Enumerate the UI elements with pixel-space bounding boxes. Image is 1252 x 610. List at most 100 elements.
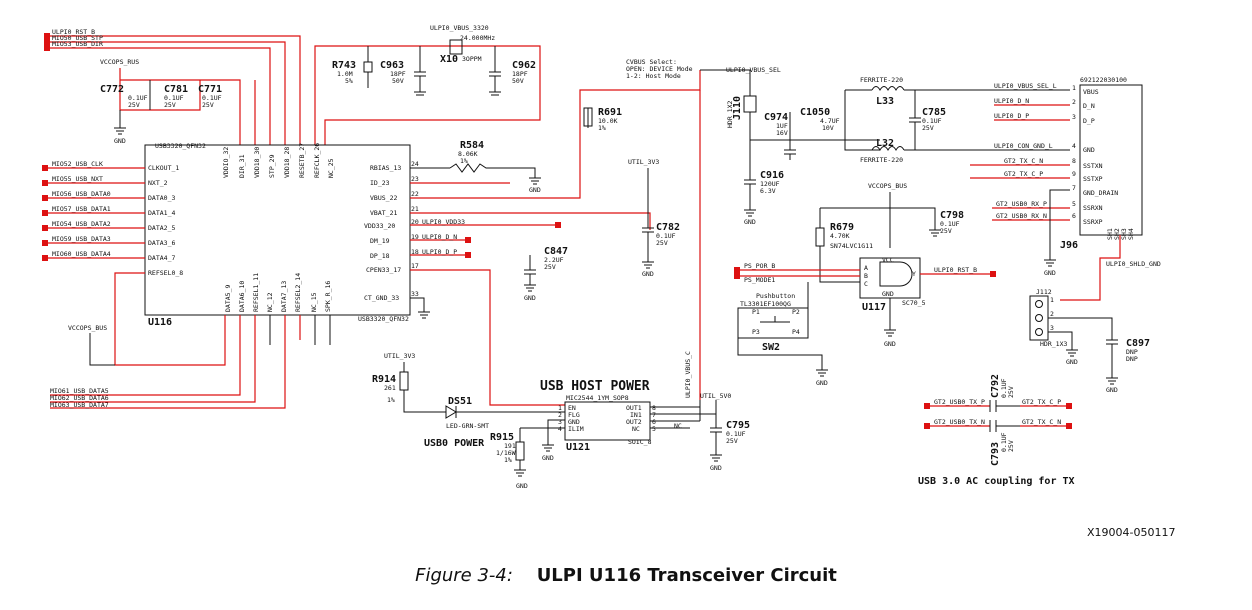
net-mio60: MIO60_USB_DATA4 bbox=[52, 250, 111, 258]
net-j96-dp: ULPI0_D_P bbox=[994, 112, 1029, 120]
r679-ref: R679 bbox=[830, 222, 854, 233]
r915-value: 191 bbox=[504, 442, 516, 450]
u116-pin-data4: DATA4_7 bbox=[148, 254, 175, 262]
u116-pin-refclk: REFCLK_26 bbox=[313, 143, 321, 178]
net-mio63: MIO63_USB_DATA7 bbox=[50, 401, 109, 409]
net-ps-por: PS_POR_B bbox=[744, 262, 775, 270]
u121-num-4: 4 bbox=[558, 425, 562, 433]
net-gt2-tx-p: GT2_TX_C_P bbox=[1004, 170, 1043, 178]
c781-ref: C781 bbox=[164, 84, 188, 95]
x10-value: 24.000MHz bbox=[460, 34, 495, 42]
ferrite-group: FERRITE-220 L33 L32 FERRITE-220 C785 0.1… bbox=[845, 76, 1070, 277]
sw2-p1: P1 bbox=[752, 308, 760, 316]
j112-num-3: 3 bbox=[1050, 324, 1054, 332]
u121-ref: U121 bbox=[566, 442, 590, 453]
c897-volt: DNP bbox=[1126, 355, 1138, 363]
net-mio57: MIO57_USB_DATA1 bbox=[52, 205, 111, 213]
u116-pin-ctgnd: CT_GND_33 bbox=[364, 294, 399, 302]
u116-num-ctgnd: 33 bbox=[411, 290, 419, 298]
j96-num-4: 4 bbox=[1072, 142, 1076, 150]
sw2-ref: SW2 bbox=[762, 342, 780, 353]
c772-volt: 25V bbox=[128, 101, 140, 109]
decoupling-caps-group: VCCOPS_RUS GND C772 0.1UF 25V C781 0.1UF… bbox=[100, 58, 256, 145]
u116-ref: U116 bbox=[148, 317, 172, 328]
r914-tol: 1% bbox=[387, 396, 395, 404]
u116-pin-data3: DATA3_6 bbox=[148, 239, 175, 247]
c785-volt: 25V bbox=[922, 124, 934, 132]
top-left-nets: ULPI0_RST_B MIO50_USB_STP MIO53_USB_DIR bbox=[44, 28, 301, 145]
c847-value: 2.2UF bbox=[544, 256, 564, 264]
u116-pin-rbias: RBIAS_13 bbox=[370, 164, 401, 172]
l32-value: FERRITE-220 bbox=[860, 156, 903, 164]
c847-ref: C847 bbox=[544, 246, 568, 257]
sw2-p3: P3 bbox=[752, 328, 760, 336]
net-vccops-bus2: VCCOPS_BUS bbox=[868, 182, 907, 190]
figure-number: Figure 3-4: bbox=[415, 565, 513, 586]
c771-value: 0.1UF bbox=[202, 94, 222, 102]
j96-num-2: 2 bbox=[1072, 98, 1076, 106]
figure-title: ULPI U116 Transceiver Circuit bbox=[536, 565, 837, 586]
c963-volt: 50V bbox=[392, 77, 404, 85]
u121-pkg: SOIC_8 bbox=[628, 438, 652, 446]
c772-ref: C772 bbox=[100, 84, 124, 95]
u117-part-top: SN74LVC1G11 bbox=[830, 242, 873, 250]
gnd-label-sw2: GND bbox=[816, 379, 828, 387]
net-nc: NC bbox=[674, 422, 682, 430]
u116-pin-data5: DATA5_9 bbox=[224, 285, 232, 312]
u116-pin-vdd18a: VDD18_30 bbox=[253, 147, 261, 178]
l33-value: FERRITE-220 bbox=[860, 76, 903, 84]
u116-pin-vbat: VBAT_21 bbox=[370, 209, 397, 217]
u121-pin-in1: IN1 bbox=[630, 411, 642, 419]
r915-pwr: 1/16W bbox=[496, 449, 516, 457]
net-util5v0: UTIL_5V0 bbox=[700, 392, 731, 400]
net-ps-mode: PS_MODE1 bbox=[744, 276, 775, 284]
u116-pin-vbus: VBUS_22 bbox=[370, 194, 397, 202]
j96-num-9: 9 bbox=[1072, 170, 1076, 178]
u116-pin-clkout: CLKOUT_1 bbox=[148, 164, 179, 172]
net-ulpi-vbus: ULPI0_VBUS_C bbox=[684, 351, 692, 398]
c897-ref: C897 bbox=[1126, 338, 1150, 349]
u116-pin-dp: DP_18 bbox=[370, 252, 390, 260]
u117-ref: U117 bbox=[862, 302, 886, 313]
net-usb-stp: MIO50_USB_STP bbox=[52, 34, 103, 42]
l32-ref: L32 bbox=[876, 138, 894, 149]
sw2-desc: Pushbutton bbox=[756, 292, 795, 300]
net-util3v3-a: UTIL_3V3 bbox=[628, 158, 659, 166]
r691-tol: 1% bbox=[598, 124, 606, 132]
j112-num-1: 1 bbox=[1050, 296, 1054, 304]
schematic-drawing: ULPI0_RST_B MIO50_USB_STP MIO53_USB_DIR … bbox=[42, 24, 1161, 490]
j96-num-1: 1 bbox=[1072, 84, 1076, 92]
c772-value: 0.1UF bbox=[128, 94, 148, 102]
c798-ref: C798 bbox=[940, 210, 964, 221]
gnd-label-r915: GND bbox=[516, 482, 528, 490]
c974-volt: 16V bbox=[776, 129, 788, 137]
j112-group: J112 HDR_1X3 1 2 3 GND GND C897 DNP DNP bbox=[1029, 288, 1150, 394]
figure-caption: Figure 3-4: ULPI U116 Transceiver Circui… bbox=[0, 565, 1252, 586]
net-mio55: MIO55_USB_NXT bbox=[52, 175, 103, 183]
ds51-value: LED-GRN-SMT bbox=[446, 422, 489, 430]
r691-value: 10.0K bbox=[598, 117, 618, 125]
j96-num-3: 3 bbox=[1072, 113, 1076, 121]
u116-pin-vdd18b: VDD18_28 bbox=[283, 147, 291, 178]
u116-pin-nxt: NXT_2 bbox=[148, 179, 168, 187]
gnd-label-c795: GND bbox=[710, 464, 722, 472]
u116-pin-stp: STP_29 bbox=[268, 154, 276, 178]
net-dp: ULPI0_D_P bbox=[422, 248, 457, 256]
u116-pin-refsel1: REFSEL1_11 bbox=[252, 273, 260, 312]
c782-volt: 25V bbox=[656, 239, 668, 247]
u116-pin-data2: DATA2_5 bbox=[148, 224, 175, 232]
net-gt2-tx-c-p: GT2_TX_C_P bbox=[1022, 398, 1061, 406]
c974-value: 1UF bbox=[776, 122, 788, 130]
c793-volt: 25V bbox=[1007, 440, 1015, 452]
j96-pin-sstxn: SSTXN bbox=[1083, 162, 1103, 170]
net-gt2-tx-n: GT2_TX_C_N bbox=[1004, 157, 1043, 165]
u116-pin-data0: DATA0_3 bbox=[148, 194, 175, 202]
c1050-ref: C1050 bbox=[800, 107, 830, 118]
c1050-value: 4.7UF bbox=[820, 117, 840, 125]
note-ac-coupling: USB 3.0 AC coupling for TX bbox=[918, 475, 1075, 487]
j96-pin-dp: D_P bbox=[1083, 117, 1095, 125]
r584-tol: 1% bbox=[460, 157, 468, 165]
u121-num-3: 3 bbox=[558, 418, 562, 426]
c974-ref: C974 bbox=[764, 112, 788, 123]
x10-part: 3OPPM bbox=[462, 55, 482, 63]
